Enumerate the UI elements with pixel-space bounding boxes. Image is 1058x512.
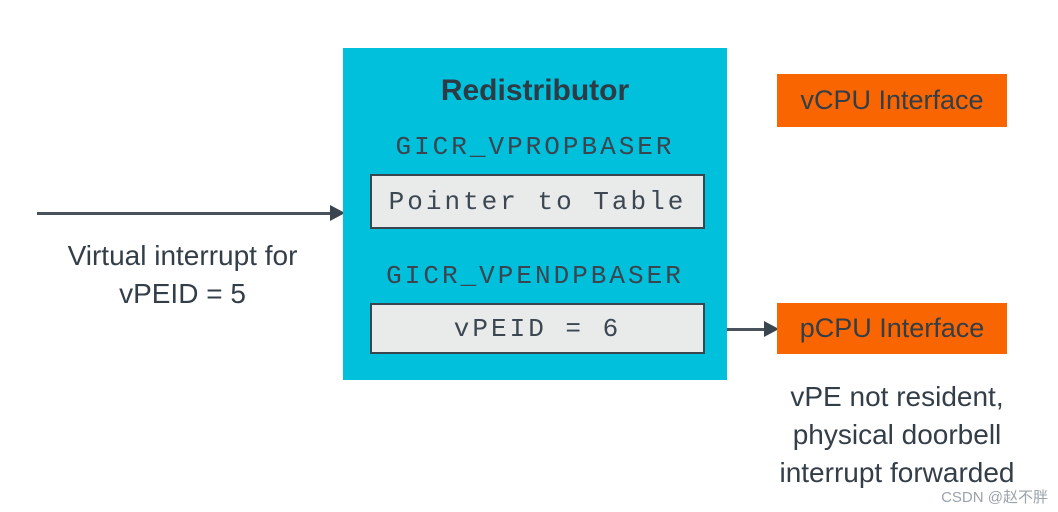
left-annotation: Virtual interrupt for vPEID = 5: [25, 237, 340, 313]
register-name-vpendpbaser: GICR_VPENDPBASER: [386, 261, 684, 291]
doorbell-arrow-head-icon: [764, 321, 779, 337]
doorbell-note: vPE not resident, physical doorbell inte…: [735, 378, 1058, 492]
register-value-vpendpbaser-text: vPEID = 6: [453, 313, 622, 344]
doorbell-arrow-line: [727, 328, 767, 331]
doorbell-note-line2: physical doorbell: [792, 419, 1002, 450]
register-value-vpropbaser: Pointer to Table: [370, 174, 705, 229]
left-annotation-line1: Virtual interrupt for: [67, 240, 298, 271]
redistributor-title: Redistributor: [440, 74, 630, 107]
doorbell-note-line1: vPE not resident,: [790, 381, 1004, 412]
register-value-vpendpbaser: vPEID = 6: [370, 303, 705, 354]
watermark: CSDN @赵不胖: [941, 489, 1048, 506]
pcpu-interface-label: pCPU Interface: [799, 313, 985, 343]
redistributor-block: Redistributor GICR_VPROPBASER Pointer to…: [343, 48, 727, 380]
vcpu-interface-box: vCPU Interface: [777, 74, 1007, 127]
register-value-vpropbaser-text: Pointer to Table: [388, 186, 687, 217]
pcpu-interface-box: pCPU Interface: [777, 303, 1007, 354]
incoming-arrow-head-icon: [330, 205, 345, 221]
incoming-arrow-line: [37, 212, 331, 215]
vcpu-interface-label: vCPU Interface: [800, 85, 984, 115]
doorbell-note-line3: interrupt forwarded: [779, 457, 1015, 488]
left-annotation-line2: vPEID = 5: [119, 278, 246, 309]
register-name-vpropbaser: GICR_VPROPBASER: [395, 132, 675, 162]
